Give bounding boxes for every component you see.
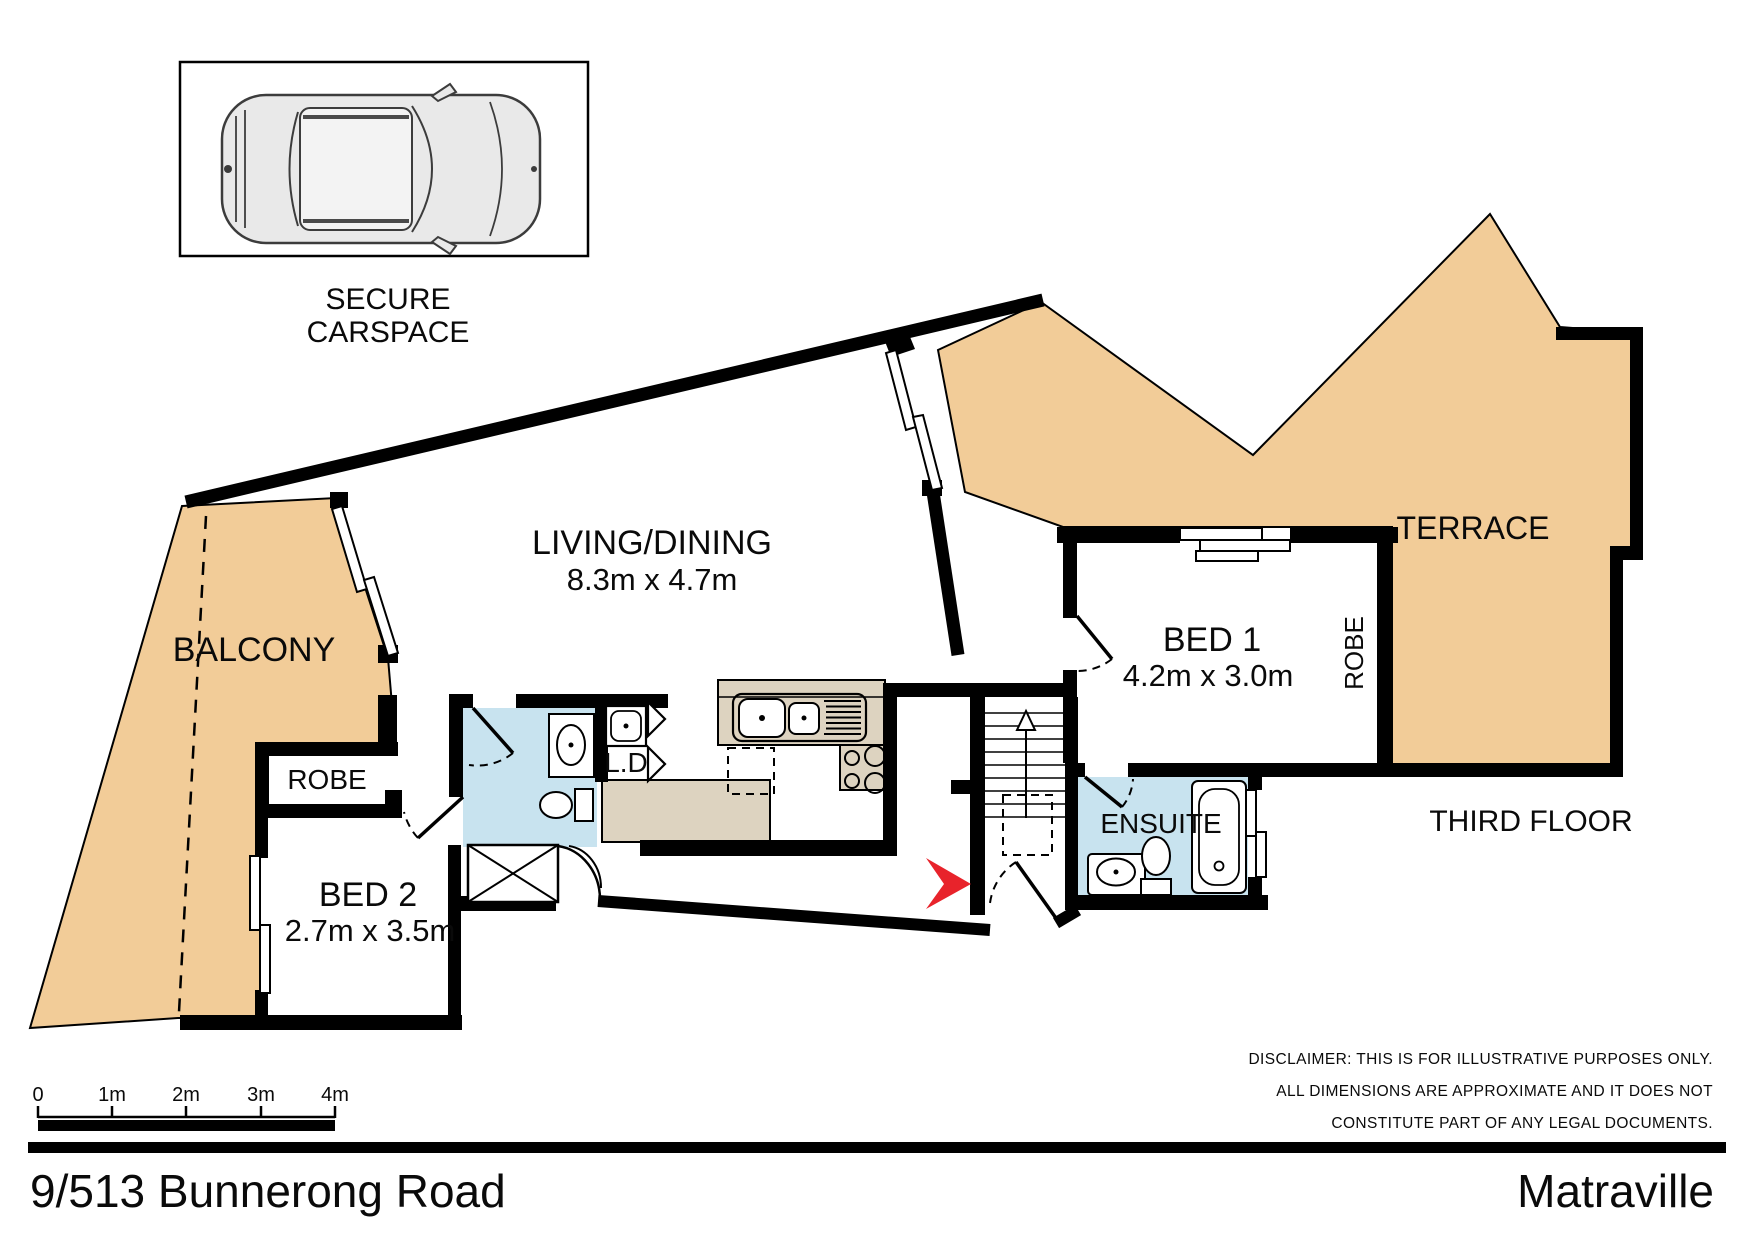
entry-door-swing xyxy=(989,861,1017,904)
bed1-window-sill xyxy=(1195,550,1259,562)
scale-tick-label: 0 xyxy=(32,1084,43,1106)
ensuite-door xyxy=(1083,775,1124,809)
bed1-robe-label: ROBE xyxy=(1339,616,1369,690)
washing-machine-icon xyxy=(604,704,648,748)
vanity-icon xyxy=(548,713,595,778)
disclaimer-line2: ALL DIMENSIONS ARE APPROXIMATE AND IT DO… xyxy=(1276,1083,1713,1100)
terrace-label: TERRACE xyxy=(1397,510,1550,546)
toilet-icon xyxy=(539,788,594,822)
address-label: 9/513 Bunnerong Road xyxy=(30,1165,506,1217)
bed2-door xyxy=(416,795,465,840)
living-terrace-window xyxy=(884,348,918,432)
carspace-label-line1: SECURE xyxy=(325,283,450,316)
bed2-dims: 2.7m x 3.5m xyxy=(285,913,456,948)
bathroom xyxy=(466,706,595,904)
bathroom-door xyxy=(471,706,515,755)
living-balcony-window xyxy=(362,575,400,658)
bathroom-door-swing xyxy=(468,752,514,767)
shower-icon xyxy=(466,843,560,904)
bed1-window xyxy=(1179,527,1263,541)
scale-tick-label: 1m xyxy=(98,1084,126,1106)
bed1-door xyxy=(1075,614,1114,661)
bed2-window xyxy=(249,855,261,931)
living-dims: 8.3m x 4.7m xyxy=(567,562,738,597)
windows xyxy=(249,348,1291,994)
kitchen-sink-icon xyxy=(731,692,868,743)
disclaimer: DISCLAIMER: THIS IS FOR ILLUSTRATIVE PUR… xyxy=(1248,1051,1713,1132)
balcony-label: BALCONY xyxy=(173,631,336,669)
ensuite-label: ENSUITE xyxy=(1100,808,1221,839)
dishwasher-space xyxy=(727,747,775,795)
scale-tick-label: 3m xyxy=(247,1084,275,1106)
bed2-window xyxy=(259,924,271,994)
bed1-window xyxy=(1199,539,1291,552)
laundry: L.D xyxy=(604,699,667,784)
room-labels: LIVING/DINING 8.3m x 4.7m BALCONY ROBE B… xyxy=(173,510,1633,948)
vanity-icon xyxy=(1087,853,1146,896)
suburb-label: Matraville xyxy=(1517,1165,1714,1217)
disclaimer-line1: DISCLAIMER: THIS IS FOR ILLUSTRATIVE PUR… xyxy=(1248,1051,1713,1068)
balcony-area xyxy=(28,496,394,1030)
living-label: LIVING/DINING xyxy=(532,524,772,562)
title-block: 9/513 Bunnerong Road Matraville xyxy=(28,1142,1726,1217)
laundry-bifold-door-icon xyxy=(646,744,667,784)
bed2-door-swing xyxy=(403,811,419,839)
bed1-dims: 4.2m x 3.0m xyxy=(1123,658,1294,693)
ensuite: ENSUITE xyxy=(1083,775,1247,896)
bed2-robe-label: ROBE xyxy=(287,764,366,795)
scale-tick-label: 2m xyxy=(172,1084,200,1106)
walls xyxy=(180,293,1643,1030)
kitchen-bench-lower xyxy=(601,779,771,843)
living-terrace-window xyxy=(911,413,944,492)
laundry-label: L.D xyxy=(604,747,648,778)
scale-bar: 0 1m 2m 3m 4m xyxy=(32,1084,349,1131)
stairs xyxy=(985,708,1065,856)
floor-level-label: THIRD FLOOR xyxy=(1429,805,1632,838)
laundry-bifold-door-icon xyxy=(646,699,667,739)
ensuite-window xyxy=(1245,789,1257,837)
disclaimer-line3: CONSTITUTE PART OF ANY LEGAL DOCUMENTS. xyxy=(1331,1115,1713,1132)
scale-tick-label: 4m xyxy=(321,1084,349,1106)
ensuite-window xyxy=(1255,831,1267,878)
secure-carspace: SECURE CARSPACE xyxy=(178,60,590,349)
toilet-icon xyxy=(1140,836,1172,896)
ensuite-door-swing xyxy=(1121,778,1134,808)
bathtub-icon xyxy=(1191,780,1247,894)
entry-door xyxy=(1014,860,1060,923)
doors xyxy=(403,614,1114,923)
title-divider xyxy=(28,1142,1726,1153)
bed1-door-swing xyxy=(1077,658,1113,672)
entry-arrow-icon xyxy=(926,858,971,909)
car-icon xyxy=(220,82,542,256)
bed2-label: BED 2 xyxy=(319,876,417,914)
bed1-label: BED 1 xyxy=(1163,621,1261,659)
stairs-up-arrow-icon xyxy=(1015,708,1037,731)
stair-void-dashed xyxy=(1002,794,1053,856)
kitchen-cooktop-bench xyxy=(839,744,886,791)
living-balcony-window xyxy=(330,504,369,594)
carspace-label-line2: CARSPACE xyxy=(307,316,470,349)
